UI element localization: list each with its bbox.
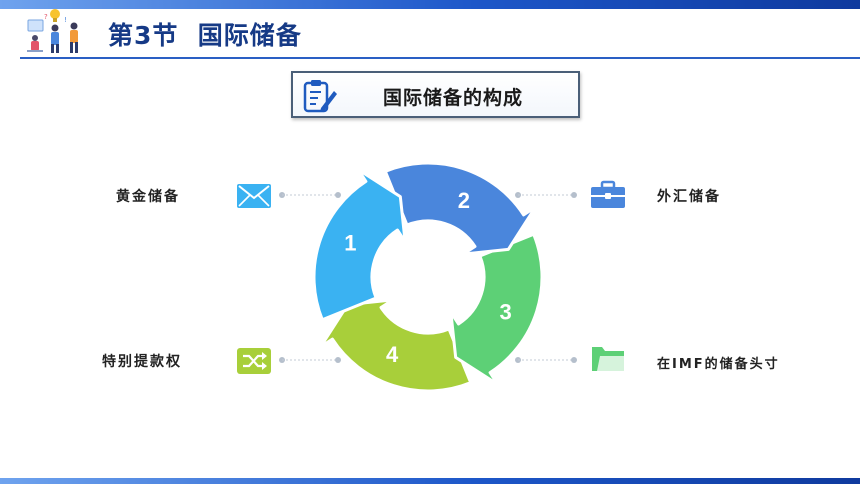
label-gold-reserve: 黄金储备: [116, 189, 180, 205]
cycle-segment-4: [319, 298, 473, 393]
clipboard-pencil-icon: [303, 80, 337, 113]
connector-line-sdr: [279, 357, 341, 363]
connector-line-gold: [279, 192, 341, 198]
cycle-number-3: 3: [500, 300, 512, 325]
cycle-segment-3: [449, 232, 544, 386]
connector-line-forex: [515, 192, 577, 198]
bottom-accent-strip: [0, 478, 860, 484]
section-title-box: 国际储备的构成: [291, 71, 580, 118]
reserve-cycle-diagram: 1 2 3 4: [312, 161, 544, 393]
business-team-illustration: ? !: [27, 9, 78, 53]
cycle-number-1: 1: [344, 230, 356, 255]
briefcase-icon: [591, 180, 625, 208]
label-imf-position: 在IMF的储备头寸: [657, 357, 780, 372]
label-sdr: 特别提款权: [102, 354, 182, 370]
connector-line-imf: [515, 357, 577, 363]
svg-text:?: ?: [44, 13, 48, 21]
cycle-segment-1: [312, 168, 407, 322]
top-accent-strip: [0, 0, 860, 9]
header-divider: [20, 57, 860, 59]
folder-icon: [592, 347, 624, 371]
cycle-segment-2: [383, 161, 537, 256]
section-title: 国际储备的构成: [383, 87, 524, 109]
cycle-number-4: 4: [386, 342, 399, 367]
label-forex-reserve: 外汇储备: [657, 189, 721, 205]
shuffle-icon: [237, 348, 271, 374]
svg-text:!: !: [64, 16, 67, 24]
page-title: 第3节 国际储备: [108, 21, 302, 50]
envelope-icon: [237, 184, 271, 208]
cycle-number-2: 2: [458, 188, 470, 213]
